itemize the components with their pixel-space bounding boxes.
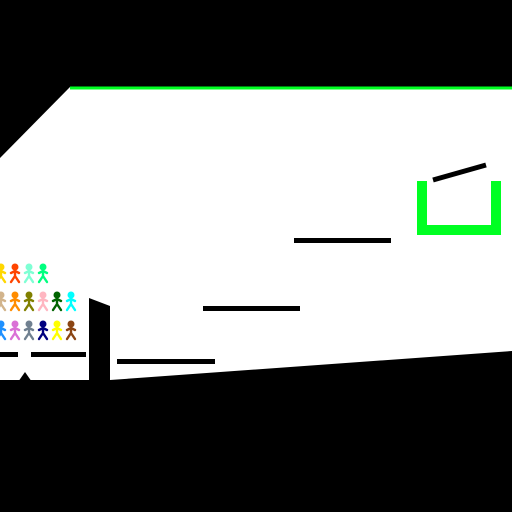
platform-upper (294, 238, 391, 243)
stick-figure-icon (0, 291, 7, 312)
goal-bucket-icon (417, 181, 501, 235)
platform-lower (117, 359, 215, 364)
stick-figure-icon (0, 320, 7, 341)
stick-figure-icon (37, 320, 49, 341)
goal-right-wall (491, 181, 501, 235)
stick-figure-icon (23, 263, 35, 284)
pillar (89, 298, 110, 380)
platform-spawn-left (0, 352, 18, 357)
stick-figure-icon (0, 263, 7, 284)
crowd (0, 263, 77, 341)
floor-notch (18, 372, 32, 382)
goal-left-wall (417, 181, 427, 235)
goal-base (417, 225, 501, 235)
stick-figure-icon (9, 291, 21, 312)
stick-figure-icon (23, 291, 35, 312)
stick-figure-icon (23, 320, 35, 341)
stick-figure-icon (51, 320, 63, 341)
play-area (0, 87, 512, 380)
platform-middle (203, 306, 300, 311)
stick-figure-icon (37, 291, 49, 312)
stick-figure-icon (51, 291, 63, 312)
stick-figure-icon (9, 263, 21, 284)
platform-spawn-right (31, 352, 86, 357)
stick-figure-icon (9, 320, 21, 341)
stick-figure-icon (65, 320, 77, 341)
stick-figure-icon (65, 291, 77, 312)
ramp-near-goal (432, 162, 487, 183)
stick-figure-icon (37, 263, 49, 284)
